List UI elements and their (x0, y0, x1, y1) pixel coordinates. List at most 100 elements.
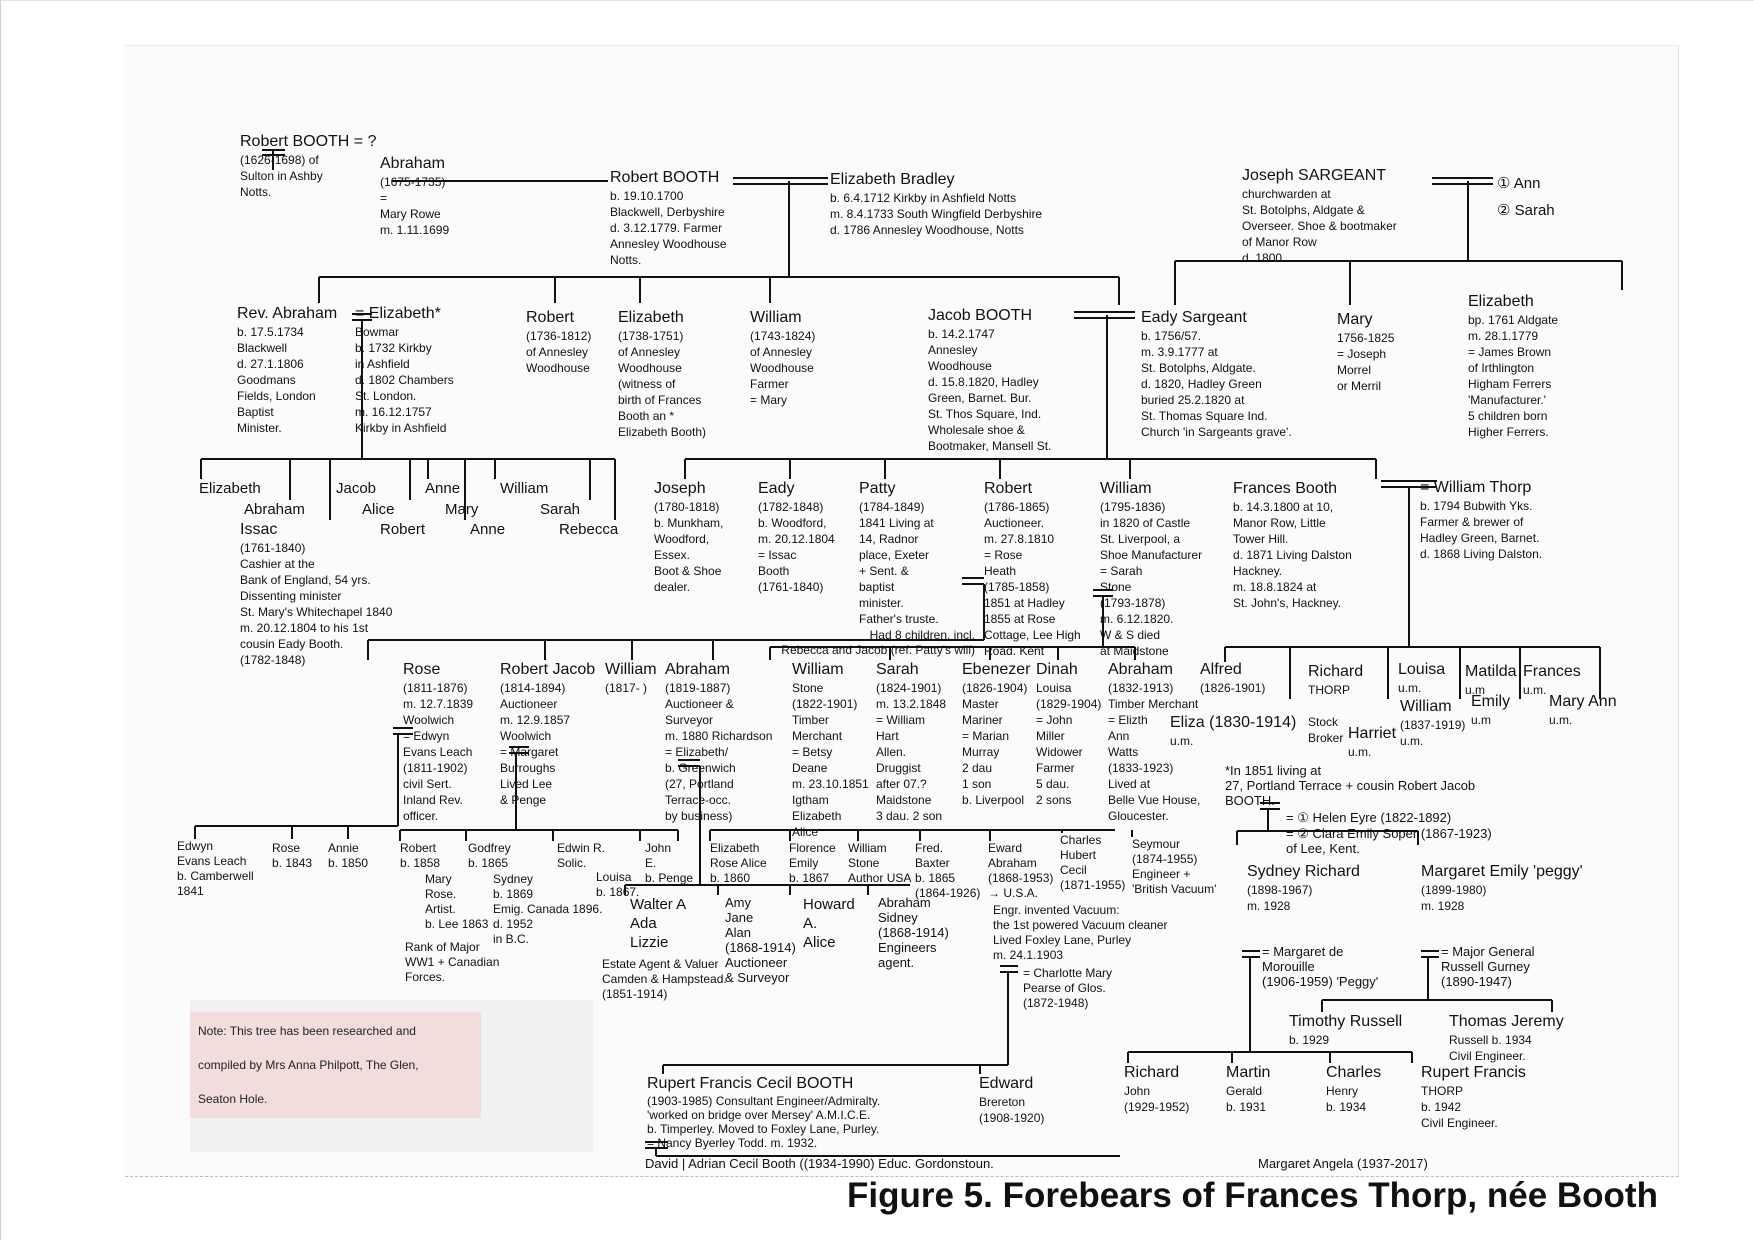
person-frances-booth: Frances Booth b. 14.3.1800 at 10, Manor … (1233, 480, 1352, 611)
person-rose-1811: Rose (1811-1876) m. 12.7.1839 Woolwich =… (403, 661, 474, 824)
portland-terrace-note: *In 1851 living at 27, Portland Terrace … (1225, 763, 1476, 808)
joseph-sargeant-wives: ① Ann ② Sarah (1497, 175, 1555, 219)
children-david-adrian-cecil-booth: David | Adrian Cecil Booth ((1934-1990) … (645, 1156, 994, 1171)
research-note: Note: This tree has been researched and … (190, 1012, 481, 1118)
person-william-stone-author: William Stone Author USA (848, 841, 912, 885)
child-mary: Mary (445, 501, 479, 518)
person-john-e: John E. b. Penge (645, 841, 694, 885)
person-elizabeth-bradley: Elizabeth Bradley b. 6.4.1712 Kirkby in … (830, 171, 1043, 238)
person-florence-emily: Florence Emily b. 1867 (789, 841, 836, 885)
person-ebenezer: Ebenezer (1826-1904) Master Mariner = Ma… (962, 661, 1031, 808)
person-issac: Issac (1761-1840) Cashier at the Bank of… (240, 521, 393, 668)
person-jacob-booth: Jacob BOOTH b. 14.2.1747 Annesley Woodho… (928, 307, 1052, 454)
person-joseph-1780: Joseph (1780-1818) b. Munkham, Woodford,… (654, 480, 724, 595)
person-matilda: Matilda u.m (1465, 663, 1517, 698)
child-abraham: Abraham (244, 501, 305, 518)
person-charles-henry: Charles Henry b. 1934 (1326, 1064, 1382, 1115)
person-robert-booth-1700: Robert BOOTH b. 19.10.1700 Blackwell, De… (610, 169, 727, 268)
child-anne: Anne (425, 480, 461, 497)
child-jacob: Jacob (336, 480, 377, 497)
research-note-text: Note: This tree has been researched and … (198, 1024, 419, 1106)
child-robert: Robert (380, 521, 426, 538)
person-margaret-angela: Margaret Angela (1937-2017) (1258, 1156, 1428, 1171)
child-alice: Alice (362, 501, 395, 518)
person-emily: Emily u.m (1471, 693, 1511, 728)
person-robert-1786: Robert (1786-1865) Auctioneer. m. 27.8.1… (984, 480, 1081, 659)
person-abraham-sidney: Abraham Sidney (1868-1914) Engineers age… (878, 895, 949, 970)
person-elizabeth-rose-alice: Elizabeth Rose Alice b. 1860 (710, 841, 767, 885)
person-rupert-francis-cecil-booth: Rupert Francis Cecil BOOTH (1903-1985) C… (647, 1075, 881, 1151)
person-seymour: Seymour (1874-1955) Engineer + 'British … (1132, 837, 1217, 896)
person-charles-hubert-cecil: Charles Hubert Cecil (1871-1955) (1060, 833, 1126, 892)
person-godfrey: Godfrey b. 1865 (468, 841, 511, 870)
person-dinah-louisa: Dinah Louisa (1829-1904) = John Miller W… (1036, 661, 1102, 808)
children-howard-alice: Howard A. Alice (803, 896, 855, 951)
person-abraham-1675: Abraham (1675-1735) = Mary Rowe m. 1.11.… (380, 155, 450, 238)
person-william-1743: William (1743-1824) of Annesley Woodhous… (750, 309, 816, 408)
person-rose-1843: Rose b. 1843 (272, 841, 313, 870)
person-eady-sargeant: Eady Sargeant b. 1756/57. m. 3.9.1777 at… (1141, 309, 1292, 440)
person-robert-jacob: Robert Jacob (1814-1894) Auctioneer m. 1… (500, 661, 596, 808)
child-elizabeth: Elizabeth (199, 480, 261, 497)
wife-helen-eyre: = ① Helen Eyre (1822-1892) (1286, 810, 1452, 825)
person-louisa-1867: Louisa b. 1867. (596, 870, 640, 899)
person-richard-thorp: Richard THORP Stock Broker (1308, 663, 1364, 746)
person-frances: Frances u.m. (1523, 663, 1581, 698)
child-william: William (500, 480, 549, 497)
person-harriet: Harriet u.m. (1348, 725, 1397, 760)
child-sarah: Sarah (540, 501, 581, 518)
person-edward-brereton: Edward Brereton (1908-1920) (979, 1075, 1045, 1126)
husband-major-general-russell-gurney: = Major General Russell Gurney (1890-194… (1441, 944, 1535, 989)
person-eliza: Eliza (1830-1914) u.m. (1170, 714, 1297, 749)
child-anne-2: Anne (470, 521, 506, 538)
person-martin-gerald: Martin Gerald b. 1931 (1226, 1064, 1271, 1115)
person-patty: Patty (1784-1849) 1841 Living at 14, Rad… (859, 480, 939, 627)
vacuum-cleaner-note: Engr. invented Vacuum: the 1st powered V… (993, 903, 1168, 962)
wife-clara-emily-soper: = ② Clara Emily Soper (1867-1923) of Lee… (1286, 826, 1492, 856)
major-rank-note: Rank of Major WW1 + Canadian Forces. (405, 940, 500, 984)
person-eady-1782: Eady (1782-1848) b. Woodford, m. 20.12.1… (758, 480, 835, 595)
person-sydney-1869: Sydney b. 1869 Emig. Canada 1896. d. 195… (493, 872, 603, 946)
wife-charlotte-mary-pearse: = Charlotte Mary Pearse of Glos. (1872-1… (1023, 966, 1113, 1010)
person-sydney-richard: Sydney Richard (1898-1967) m. 1928 (1247, 863, 1360, 914)
person-william-thorp: = William Thorp b. 1794 Bubwith Yks. Far… (1420, 479, 1543, 562)
person-fred-baxter: Fred. Baxter b. 1865 (1864-1926) (915, 841, 981, 900)
person-william-stone: William Stone (1822-1901) Timber Merchan… (792, 661, 869, 840)
children-amy-jane-alan: Amy Jane Alan (1868-1914) Auctioneer & S… (725, 895, 796, 985)
person-william-1817: William (1817- ) (605, 661, 657, 696)
person-edwyn-evans-leach: Edwyn Evans Leach b. Camberwell 1841 (177, 839, 254, 898)
person-elizabeth-bowmar: = Elizabeth* Bowmar b. 1732 Kirkby in As… (355, 305, 454, 436)
person-mary-ann: Mary Ann u.m. (1549, 693, 1617, 728)
person-william-1795: William (1795-1836) in 1820 of Castle St… (1100, 480, 1203, 659)
eight-children-note: Had 8 children, incl. Rebecca and Jacob … (781, 628, 975, 657)
person-joseph-sargeant: Joseph SARGEANT churchwarden at St. Boto… (1242, 167, 1397, 266)
person-elizabeth-1738: Elizabeth (1738-1751) of Annesley Woodho… (618, 309, 707, 440)
person-margaret-emily: Margaret Emily 'peggy' (1899-1980) m. 19… (1421, 863, 1583, 914)
person-rev-abraham: Rev. Abraham b. 17.5.1734 Blackwell d. 2… (237, 305, 338, 436)
person-eward-abraham: Eward Abraham (1868-1953) → U.S.A. (988, 841, 1054, 900)
estate-agent-note: Estate Agent & Valuer Camden & Hampstead… (602, 957, 727, 1001)
person-richard-john: Richard John (1929-1952) (1124, 1064, 1190, 1115)
scanned-family-tree (125, 45, 1679, 1177)
person-alfred: Alfred (1826-1901) (1200, 661, 1266, 696)
person-rupert-francis-thorp: Rupert Francis THORP b. 1942 Civil Engin… (1421, 1064, 1526, 1131)
person-sarah-1824: Sarah (1824-1901) m. 13.2.1848 = William… (876, 661, 947, 824)
person-robert-1858: Robert b. 1858 (400, 841, 441, 870)
person-thomas-jeremy-russell: Thomas Jeremy Russell b. 1934 Civil Engi… (1449, 1013, 1564, 1064)
person-edwin-r: Edwin R. Solic. (557, 841, 606, 870)
person-timothy-russell: Timothy Russell b. 1929 (1289, 1013, 1403, 1048)
person-elizabeth-1761: Elizabeth bp. 1761 Aldgate m. 28.1.1779 … (1468, 293, 1559, 440)
person-louisa: Louisa u.m. (1398, 661, 1446, 696)
person-mary-rose: Mary Rose. Artist. b. Lee 1863 (425, 872, 489, 931)
figure-caption: Figure 5. Forebears of Frances Thorp, né… (847, 1176, 1658, 1215)
person-william-1837: William (1837-1919) u.m. (1400, 698, 1466, 749)
person-abraham-1819: Abraham (1819-1887) Auctioneer & Surveyo… (665, 661, 773, 824)
person-abraham-1832: Abraham (1832-1913) Timber Merchant = El… (1108, 661, 1201, 824)
children-walter-ada-lizzie: Walter A Ada Lizzie (630, 896, 687, 951)
person-robert-booth-1626: Robert BOOTH = ? (1626-1698) of Sulton i… (240, 133, 377, 200)
person-annie: Annie b. 1850 (328, 841, 369, 870)
person-mary-1756: Mary 1756-1825 = Joseph Morrel or Merril (1337, 311, 1395, 394)
child-rebecca: Rebecca (559, 521, 619, 538)
